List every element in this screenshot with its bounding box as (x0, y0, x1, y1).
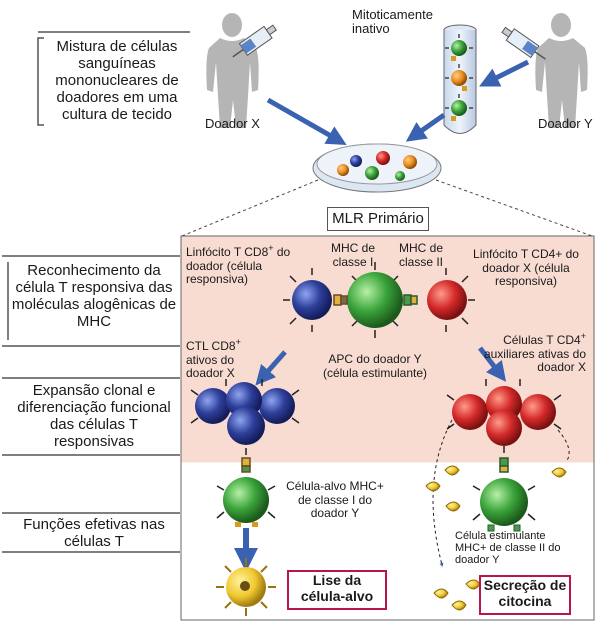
test-tube-icon (443, 24, 477, 134)
mitotic-label: Mitoticamente inativo (352, 7, 433, 36)
cd4-label: Linfócito T CD4+ do doador X (célula res… (473, 247, 579, 288)
arrow-tube-to-dish (405, 112, 446, 142)
lysed-cell-icon (216, 558, 276, 616)
target-label: Célula-alvo MHC+ de classe I do doador Y (286, 479, 384, 520)
arrow-to-ctl (255, 350, 287, 386)
dashed-guide-right (435, 179, 593, 237)
bracket-expansion (2, 377, 180, 456)
mhc1-label: MHC de classe I (330, 241, 375, 269)
expansion-label: Expansão clonal e diferenciação funciona… (17, 382, 171, 450)
target-cell (216, 477, 276, 527)
mixture-label: Mistura de células sanguíneas mononuclea… (55, 38, 179, 123)
syringe-right-icon (501, 26, 546, 60)
bracket-effector (2, 512, 180, 553)
ctl-label-main: CTL CD8 (186, 339, 236, 353)
cytokine-path-right (557, 429, 570, 463)
cd8-t-cell (283, 268, 332, 332)
ctl-label: CTL CD8+ ativos do doador X (186, 336, 266, 381)
ctl-cluster (190, 379, 300, 455)
ctl-label-sup: + (235, 337, 241, 347)
helper-stim-connector (499, 457, 509, 473)
stim2-label: Célula estimulante MHC+ de classe II do … (455, 530, 561, 566)
cd8-label-sup: + (268, 243, 274, 253)
mhc2-label: MHC de classe II (398, 241, 443, 269)
donor-x-label: Doador X (205, 116, 260, 131)
donor-x-figure (206, 13, 259, 128)
arrow-to-helper (478, 346, 507, 382)
petri-dish-icon (312, 143, 442, 193)
mhc2-tcr-connector (403, 294, 418, 306)
ctl-label-rest: ativos do doador X (186, 352, 235, 380)
cytokine-box: Secreção de citocina (479, 575, 571, 615)
cd8-label: Linfócito T CD8+ do doador (célula respo… (186, 242, 304, 287)
cytokine-drops (425, 465, 567, 611)
apc-label: APC do doador Y (célula estimulante) (322, 352, 428, 380)
ctl-target-connector (241, 457, 251, 473)
lysis-box: Lise da célula-alvo (287, 570, 387, 610)
stimulating-cell (472, 478, 536, 532)
mlr-title-text: MLR Primário (332, 210, 424, 227)
syringe-left-icon (232, 24, 277, 58)
cd8-label-main: Linfócito T CD8 (186, 245, 269, 259)
helper-label-sup: + (580, 331, 586, 341)
arrow-donor-y-to-tube (479, 59, 530, 87)
helper-label-main: Células T CD4 (503, 333, 581, 347)
helper-label-rest: auxiliares ativas do doador X (483, 346, 586, 374)
apc-cell (347, 262, 403, 338)
recognition-label: Reconhecimento da célula T responsiva da… (11, 262, 177, 330)
bracket-mixture (37, 31, 190, 126)
mhc1-tcr-connector (333, 294, 348, 306)
effector-label: Funções efetivas nas células T (23, 516, 165, 550)
bracket-recognition (2, 255, 180, 347)
arrow-donor-x-to-dish (266, 97, 347, 145)
mlr-title: MLR Primário (327, 207, 429, 231)
donor-y-figure (535, 13, 588, 128)
cd8-label-rest: do doador (célula responsiva) (186, 245, 291, 286)
cd4-t-cell (427, 268, 475, 332)
helper-cluster (446, 379, 562, 453)
dashed-guide-left (181, 179, 319, 237)
helper-label: Células T CD4+ auxiliares ativas do doad… (476, 330, 586, 375)
donor-y-label: Doador Y (538, 116, 593, 131)
